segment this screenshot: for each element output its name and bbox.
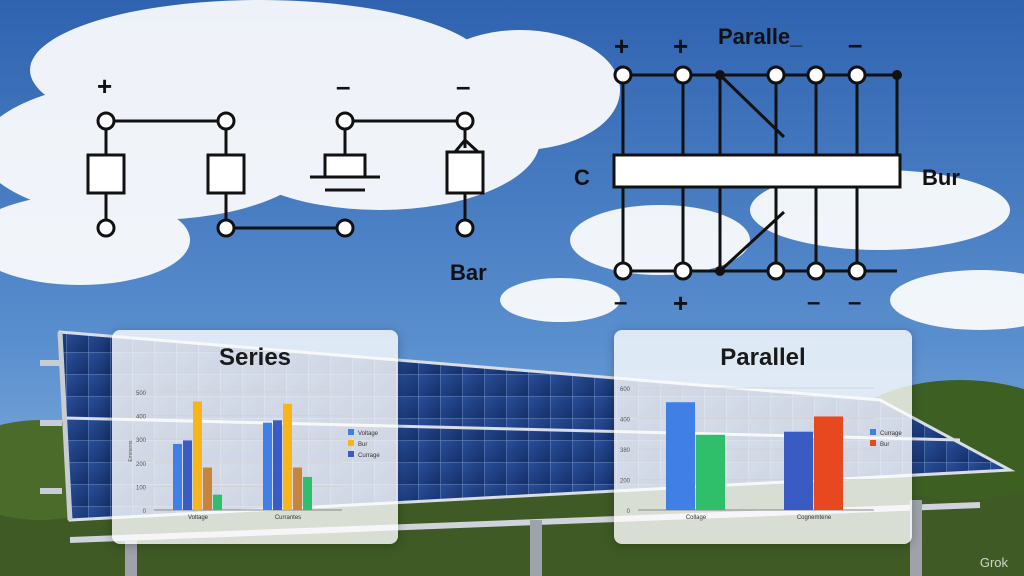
parallel-chart-title: Parallel — [720, 344, 806, 371]
bar — [666, 402, 695, 510]
x-tick-label: Voltage — [188, 515, 209, 521]
terminal-node — [216, 111, 236, 131]
y-tick-label: 0 — [143, 509, 147, 515]
terminal-node — [766, 65, 786, 85]
legend-label: Voltage — [358, 431, 379, 437]
junction-dot — [715, 70, 725, 80]
legend-label: Bur — [880, 442, 889, 448]
bar — [814, 416, 843, 510]
y-tick-label: 600 — [620, 387, 631, 393]
bar — [293, 467, 302, 510]
bar — [696, 434, 725, 510]
panel-cell-3 — [323, 153, 367, 179]
parallel-title-label: Paralle_ — [718, 24, 803, 49]
terminal-node — [455, 111, 475, 131]
legend-swatch — [348, 440, 354, 446]
junction-dot — [892, 70, 902, 80]
parallel-right-label: Bur — [922, 165, 960, 190]
legend-swatch — [870, 429, 876, 435]
bar — [303, 476, 312, 510]
parallel-plus-label: + — [673, 31, 688, 61]
bar — [173, 443, 182, 510]
legend-swatch — [348, 451, 354, 457]
bar — [183, 440, 192, 510]
series-plus-label: + — [97, 71, 112, 101]
parallel-bottom-sign: + — [673, 288, 688, 318]
watermark: Grok — [979, 555, 1008, 570]
legend-label: Currage — [880, 431, 902, 437]
x-tick-label: Cognemtene — [797, 515, 832, 521]
x-tick-label: Currantes — [275, 515, 301, 521]
y-tick-label: 380 — [620, 448, 631, 454]
terminal-node — [216, 218, 236, 238]
parallel-bottom-sign: – — [807, 289, 820, 316]
terminal-node — [613, 65, 633, 85]
parallel-left-label: C — [574, 165, 590, 190]
panel-cell-2 — [206, 153, 246, 195]
bar — [283, 403, 292, 510]
terminal-node — [806, 261, 826, 281]
terminal-node — [96, 111, 116, 131]
y-tick-label: 400 — [620, 418, 631, 424]
legend-swatch — [348, 429, 354, 435]
terminal-node — [847, 65, 867, 85]
terminal-node — [335, 218, 355, 238]
terminal-node — [673, 65, 693, 85]
terminal-node — [96, 218, 116, 238]
series-minus-label: – — [456, 71, 470, 101]
terminal-node — [673, 261, 693, 281]
terminal-node — [613, 261, 633, 281]
terminal-node — [766, 261, 786, 281]
y-tick-label: 500 — [136, 391, 147, 397]
parallel-circuit-diagram — [612, 65, 902, 281]
bar — [193, 401, 202, 510]
parallel-bottom-sign: – — [614, 289, 627, 316]
y-tick-label: 200 — [620, 479, 631, 485]
legend-swatch — [870, 440, 876, 446]
parallel-plus-label: + — [614, 31, 629, 61]
panel-cell-1 — [86, 153, 126, 195]
series-minus-label: – — [336, 71, 350, 101]
bar — [263, 422, 272, 510]
legend-label: Currage — [358, 453, 380, 459]
y-tick-label: 100 — [136, 485, 147, 491]
bar — [273, 420, 282, 510]
series-chart-title: Series — [218, 344, 292, 371]
terminal-node — [806, 65, 826, 85]
legend-label: Bur — [358, 442, 367, 448]
y-axis-label: Emmems — [128, 440, 134, 462]
y-tick-label: 0 — [627, 509, 631, 515]
panel-cell-4 — [445, 150, 485, 195]
terminal-node — [847, 261, 867, 281]
y-tick-label: 200 — [136, 462, 147, 468]
y-tick-label: 400 — [136, 415, 147, 421]
x-tick-label: Collage — [686, 515, 707, 521]
series-circuit-diagram — [86, 111, 485, 238]
junction-dot — [715, 266, 725, 276]
terminal-node — [455, 218, 475, 238]
bar-label: Bar — [450, 260, 487, 285]
terminal-node — [335, 111, 355, 131]
bar — [203, 467, 212, 510]
parallel-bottom-sign: – — [848, 289, 861, 316]
parallel-minus-label: – — [848, 29, 862, 59]
bar — [784, 431, 813, 510]
bar — [213, 494, 222, 510]
battery-bar — [612, 153, 902, 189]
y-tick-label: 300 — [136, 438, 147, 444]
